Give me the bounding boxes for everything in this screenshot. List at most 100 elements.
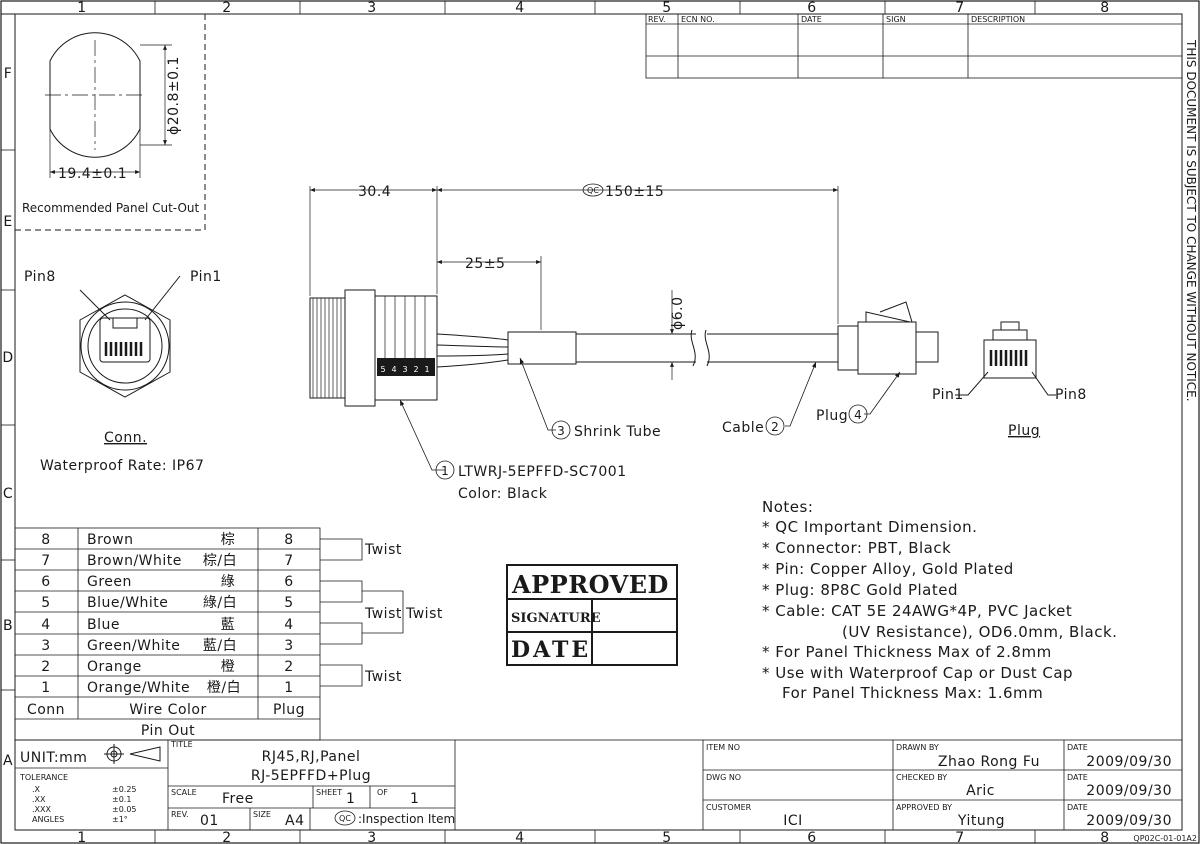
dwg-no-label: DWG NO bbox=[706, 773, 741, 782]
qc-mark: QC bbox=[587, 186, 599, 195]
title-line-1: RJ45,RJ,Panel bbox=[262, 749, 361, 765]
note-item: (UV Resistance), OD6.0mm, Black. bbox=[842, 623, 1117, 641]
wire-color-cell: Green bbox=[87, 574, 132, 590]
date-label: DATE bbox=[1067, 773, 1088, 782]
col-label: 8 bbox=[1100, 830, 1109, 844]
col-label: 5 bbox=[662, 830, 671, 844]
pin-digit: 5 bbox=[380, 365, 385, 374]
date-value: 2009/09/30 bbox=[1086, 754, 1172, 770]
rev-header: REV. bbox=[648, 15, 666, 24]
color-text: Color: Black bbox=[458, 486, 548, 502]
scale-label: SCALE bbox=[171, 788, 197, 797]
date-stamp-text: DATE bbox=[511, 637, 591, 663]
wire-color-cn-cell: 藍/白 bbox=[203, 638, 237, 654]
col-label: 8 bbox=[1100, 0, 1109, 16]
callout-4-text: Plug bbox=[816, 408, 848, 424]
row-label: A bbox=[3, 753, 13, 769]
wire-color-cn-cell: 綠 bbox=[221, 574, 236, 590]
sheet-label: SHEET bbox=[316, 788, 342, 797]
conn-cell: 7 bbox=[41, 553, 50, 569]
cutout-diameter-dim: ϕ20.8±0.1 bbox=[166, 56, 182, 135]
wire-color-cn-cell: 綠/白 bbox=[203, 595, 237, 611]
wire-color-cell: Orange bbox=[87, 659, 142, 675]
rev-label: REV. bbox=[171, 810, 189, 819]
callout-1-number: 1 bbox=[441, 464, 449, 478]
conn-cell: 5 bbox=[41, 595, 50, 611]
title-block: UNIT:mm TOLERANCE .X ±0.25 .XX ±0.1 .XXX… bbox=[14, 739, 1197, 843]
connector-front-view: Pin8 Pin1 Conn. Waterproof Rate: IP67 bbox=[24, 269, 222, 474]
inspection-label: :Inspection Item bbox=[358, 812, 455, 826]
wire-color-cell: Green/White bbox=[87, 638, 180, 654]
plug-cell: 1 bbox=[284, 680, 293, 696]
approved-by-value: Yitung bbox=[957, 813, 1005, 829]
customer-value: ICI bbox=[783, 813, 803, 829]
pin-out-footer: Pin Out bbox=[141, 723, 195, 739]
wire-color-cn-cell: 棕/白 bbox=[203, 553, 237, 569]
row-label: D bbox=[2, 350, 13, 366]
checked-by-label: CHECKED BY bbox=[896, 773, 947, 782]
cutout-width-dim: 19.4±0.1 bbox=[58, 166, 127, 182]
pin-digit: 2 bbox=[413, 365, 418, 374]
callout-2-text: Cable bbox=[722, 420, 764, 436]
of-label: OF bbox=[377, 788, 388, 797]
col-label: 4 bbox=[515, 830, 524, 844]
col-label: 3 bbox=[367, 830, 376, 844]
conn-cell: 8 bbox=[41, 532, 50, 548]
wire-color-cell: Brown bbox=[87, 532, 133, 548]
tolerance-value: ±0.05 bbox=[112, 805, 137, 814]
col-label: 1 bbox=[77, 830, 86, 844]
rev-value: 01 bbox=[200, 813, 219, 829]
note-item: * Use with Waterproof Cap or Dust Cap bbox=[762, 664, 1073, 682]
plug-front-view: Pin1 Pin8 Plug bbox=[932, 321, 1086, 439]
dim-30-4: 30.4 bbox=[358, 184, 391, 200]
row-label: B bbox=[3, 618, 13, 634]
tolerance-value: ±0.25 bbox=[112, 785, 137, 794]
tolerance-key: .X bbox=[32, 785, 41, 794]
qc-symbol-icon bbox=[582, 183, 604, 197]
twist-label: Twist bbox=[364, 606, 402, 622]
border-row-labels: F E D C B A bbox=[2, 66, 13, 769]
signature-stamp-text: SIGNATURE bbox=[511, 611, 601, 626]
note-item: * Pin: Copper Alloy, Gold Plated bbox=[762, 560, 1014, 578]
pin-digit: 4 bbox=[391, 365, 396, 374]
title-line-2: RJ-5EPFFD+Plug bbox=[251, 768, 371, 784]
callout-2-number: 2 bbox=[771, 420, 779, 434]
drawn-by-label: DRAWN BY bbox=[896, 743, 939, 752]
size-value: A4 bbox=[285, 813, 304, 829]
conn-cell: 4 bbox=[41, 617, 50, 633]
revision-table: REV. ECN NO. DATE SIGN DESCRIPTION bbox=[645, 13, 1183, 79]
twist-label: Twist bbox=[364, 669, 402, 685]
date-value: 2009/09/30 bbox=[1086, 783, 1172, 799]
wire-color-cn-cell: 藍 bbox=[221, 617, 236, 633]
col-label: 2 bbox=[222, 830, 231, 844]
col-label: 5 bbox=[662, 0, 671, 16]
pin-digit: 3 bbox=[402, 365, 407, 374]
note-item: * For Panel Thickness Max of 2.8mm bbox=[762, 643, 1052, 661]
col-label: 6 bbox=[807, 830, 816, 844]
customer-label: CUSTOMER bbox=[706, 803, 752, 812]
dim-25: 25±5 bbox=[465, 256, 505, 272]
dim-150: 150±15 bbox=[605, 184, 664, 200]
date-label: DATE bbox=[1067, 803, 1088, 812]
conn-pin1-label: Pin1 bbox=[190, 269, 222, 285]
callout-3-text: Shrink Tube bbox=[574, 424, 661, 440]
callout-4-number: 4 bbox=[854, 408, 862, 422]
projection-symbol-icon bbox=[104, 744, 161, 764]
col-label: 4 bbox=[515, 0, 524, 16]
approved-stamp-text: APPROVED bbox=[511, 570, 669, 599]
drawn-by-value: Zhao Rong Fu bbox=[938, 754, 1040, 770]
tolerance-value: ±1° bbox=[112, 815, 128, 824]
plug-cell: 6 bbox=[284, 574, 293, 590]
tolerance-value: ±0.1 bbox=[112, 795, 131, 804]
note-item: For Panel Thickness Max: 1.6mm bbox=[782, 684, 1043, 702]
plug-cell: 3 bbox=[284, 638, 293, 654]
sheet-value: 1 bbox=[346, 791, 355, 807]
note-item: * Cable: CAT 5E 24AWG*4P, PVC Jacket bbox=[762, 602, 1072, 620]
conn-cell: 6 bbox=[41, 574, 50, 590]
row-label: E bbox=[3, 214, 12, 230]
checked-by-value: Aric bbox=[966, 783, 995, 799]
date-label: DATE bbox=[1067, 743, 1088, 752]
plug-cell: 2 bbox=[284, 659, 293, 675]
col-label: 3 bbox=[367, 0, 376, 16]
